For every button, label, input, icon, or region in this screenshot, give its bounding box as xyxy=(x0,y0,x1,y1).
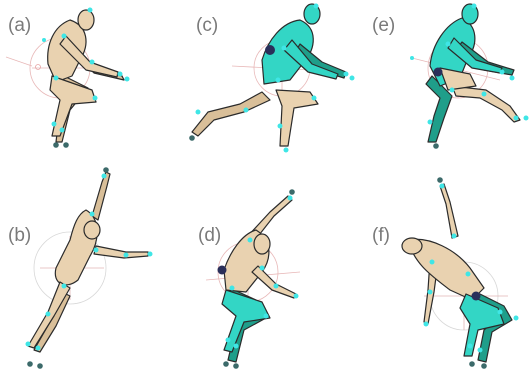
panel-b-figure xyxy=(26,167,153,369)
panel-label-c: (c) xyxy=(196,16,218,35)
panel-e-figure xyxy=(410,4,529,149)
panel-c-com-marker xyxy=(265,45,275,55)
panel-f-body xyxy=(402,184,512,362)
panel-label-b: (b) xyxy=(8,226,31,245)
panel-b-body xyxy=(28,172,148,352)
panel-d-body xyxy=(222,196,296,362)
panel-label-a: (a) xyxy=(8,16,31,35)
panel-f-figure xyxy=(402,177,519,369)
panel-a-body xyxy=(48,10,124,142)
panel-label-d: (d) xyxy=(198,226,221,245)
panel-a-com-marker xyxy=(36,65,41,70)
panel-label-f: (f) xyxy=(372,226,390,245)
panel-label-e: (e) xyxy=(372,16,395,35)
panel-d-figure xyxy=(206,189,300,369)
